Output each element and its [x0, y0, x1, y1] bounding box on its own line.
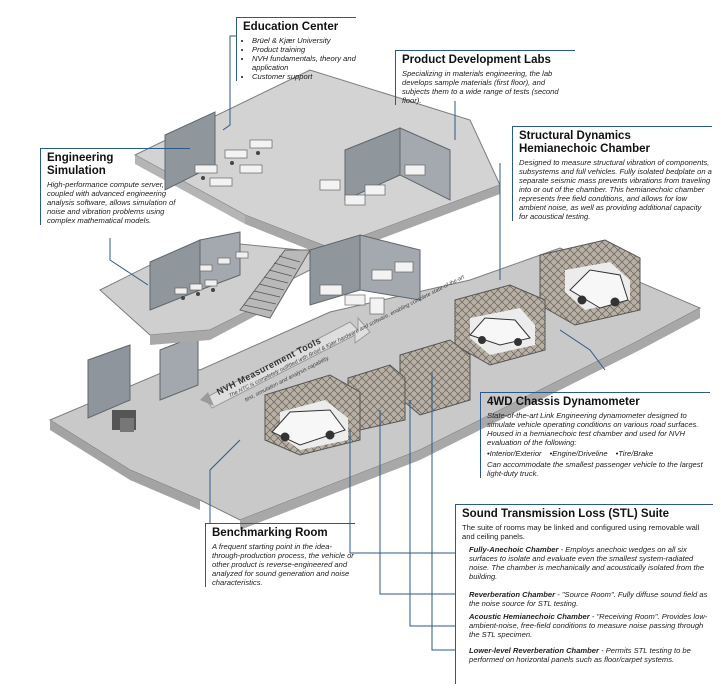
- top-floor: [133, 69, 501, 258]
- list-item: Interior/Exterior: [487, 449, 542, 458]
- structural-dynamics-callout: Structural Dynamics Hemianechoic Chamber…: [512, 126, 712, 221]
- education-list: Brüel & Kjær University Product training…: [243, 36, 356, 81]
- stl-item-reverberation: Reverberation Chamber - "Source Room". F…: [469, 590, 709, 608]
- list-item: Brüel & Kjær University: [252, 36, 356, 45]
- nvh-walkway-arrow: [200, 316, 371, 409]
- staircase: [239, 249, 311, 319]
- stl-desc: The suite of rooms may be linked and con…: [462, 523, 700, 541]
- stl-item-text: - Permits STL testing to be performed on…: [469, 646, 691, 664]
- stl-item-name: Acoustic Hemianechoic Chamber: [469, 612, 590, 621]
- stl-item-name: Fully-Anechoic Chamber: [469, 545, 559, 554]
- left-wall: [87, 334, 199, 432]
- engineering-title-2: Simulation: [47, 165, 106, 177]
- stl-item-text: - "Source Room". Fully diffuse sound fie…: [469, 590, 708, 608]
- dyno-title: 4WD Chassis Dynamometer: [487, 396, 640, 408]
- stl-title: Sound Transmission Loss (STL) Suite: [462, 508, 670, 520]
- structural-title-2: Hemianechoic Chamber: [519, 143, 651, 155]
- stl-item-lower-level: Lower-level Reverberation Chamber - Perm…: [469, 646, 709, 664]
- bench-title: Benchmarking Room: [212, 527, 328, 539]
- engineering-desc: High-performance compute server, coupled…: [47, 180, 176, 225]
- stl-item-name: Lower-level Reverberation Chamber: [469, 646, 599, 655]
- list-item: Engine/Driveline: [550, 449, 607, 458]
- product-labs-callout: Product Development Labs Specializing in…: [395, 50, 575, 105]
- stl-item-hemianechoic: Acoustic Hemianechoic Chamber - "Receivi…: [469, 612, 709, 639]
- engineering-simulation-callout: Engineering Simulation High-performance …: [40, 148, 190, 225]
- dyno-desc2: Can accommodate the smallest passenger v…: [487, 460, 703, 478]
- list-item: Product training: [252, 45, 356, 54]
- education-title: Education Center: [243, 21, 339, 33]
- vehicles: [271, 269, 629, 446]
- second-floor: [99, 231, 332, 345]
- stl-item-text: - "Receiving Room". Provides low-ambient…: [469, 612, 708, 639]
- stl-item-anechoic: Fully-Anechoic Chamber - Employs anechoi…: [469, 545, 709, 581]
- product-labs-title: Product Development Labs: [402, 54, 551, 66]
- list-item: Tire/Brake: [616, 449, 653, 458]
- stl-suite-callout: Sound Transmission Loss (STL) Suite The …: [455, 504, 713, 684]
- dyno-desc: State-of-the-art Link Engineering dynamo…: [487, 411, 699, 447]
- product-labs-desc: Specializing in materials engineering, t…: [402, 69, 559, 105]
- engineering-title-1: Engineering: [47, 152, 114, 164]
- stl-item-text: - Employs anechoic wedges on all six sur…: [469, 545, 705, 581]
- dynamometer-callout: 4WD Chassis Dynamometer State-of-the-art…: [480, 392, 710, 478]
- list-item: Customer support: [252, 72, 356, 81]
- stl-item-name: Reverberation Chamber: [469, 590, 556, 599]
- product-labs-ground: [309, 234, 421, 315]
- structural-title-1: Structural Dynamics: [519, 130, 631, 142]
- structural-desc: Designed to measure structural vibration…: [519, 158, 712, 221]
- bench-desc: A frequent starting point in the idea-th…: [212, 542, 354, 587]
- dyno-list: Interior/Exterior Engine/Driveline Tire/…: [487, 449, 710, 458]
- leader-lines: [109, 35, 606, 651]
- education-center-callout: Education Center Brüel & Kjær University…: [236, 17, 356, 81]
- list-item: NVH fundamentals, theory and application: [252, 54, 356, 72]
- benchmarking-callout: Benchmarking Room A frequent starting po…: [205, 523, 355, 587]
